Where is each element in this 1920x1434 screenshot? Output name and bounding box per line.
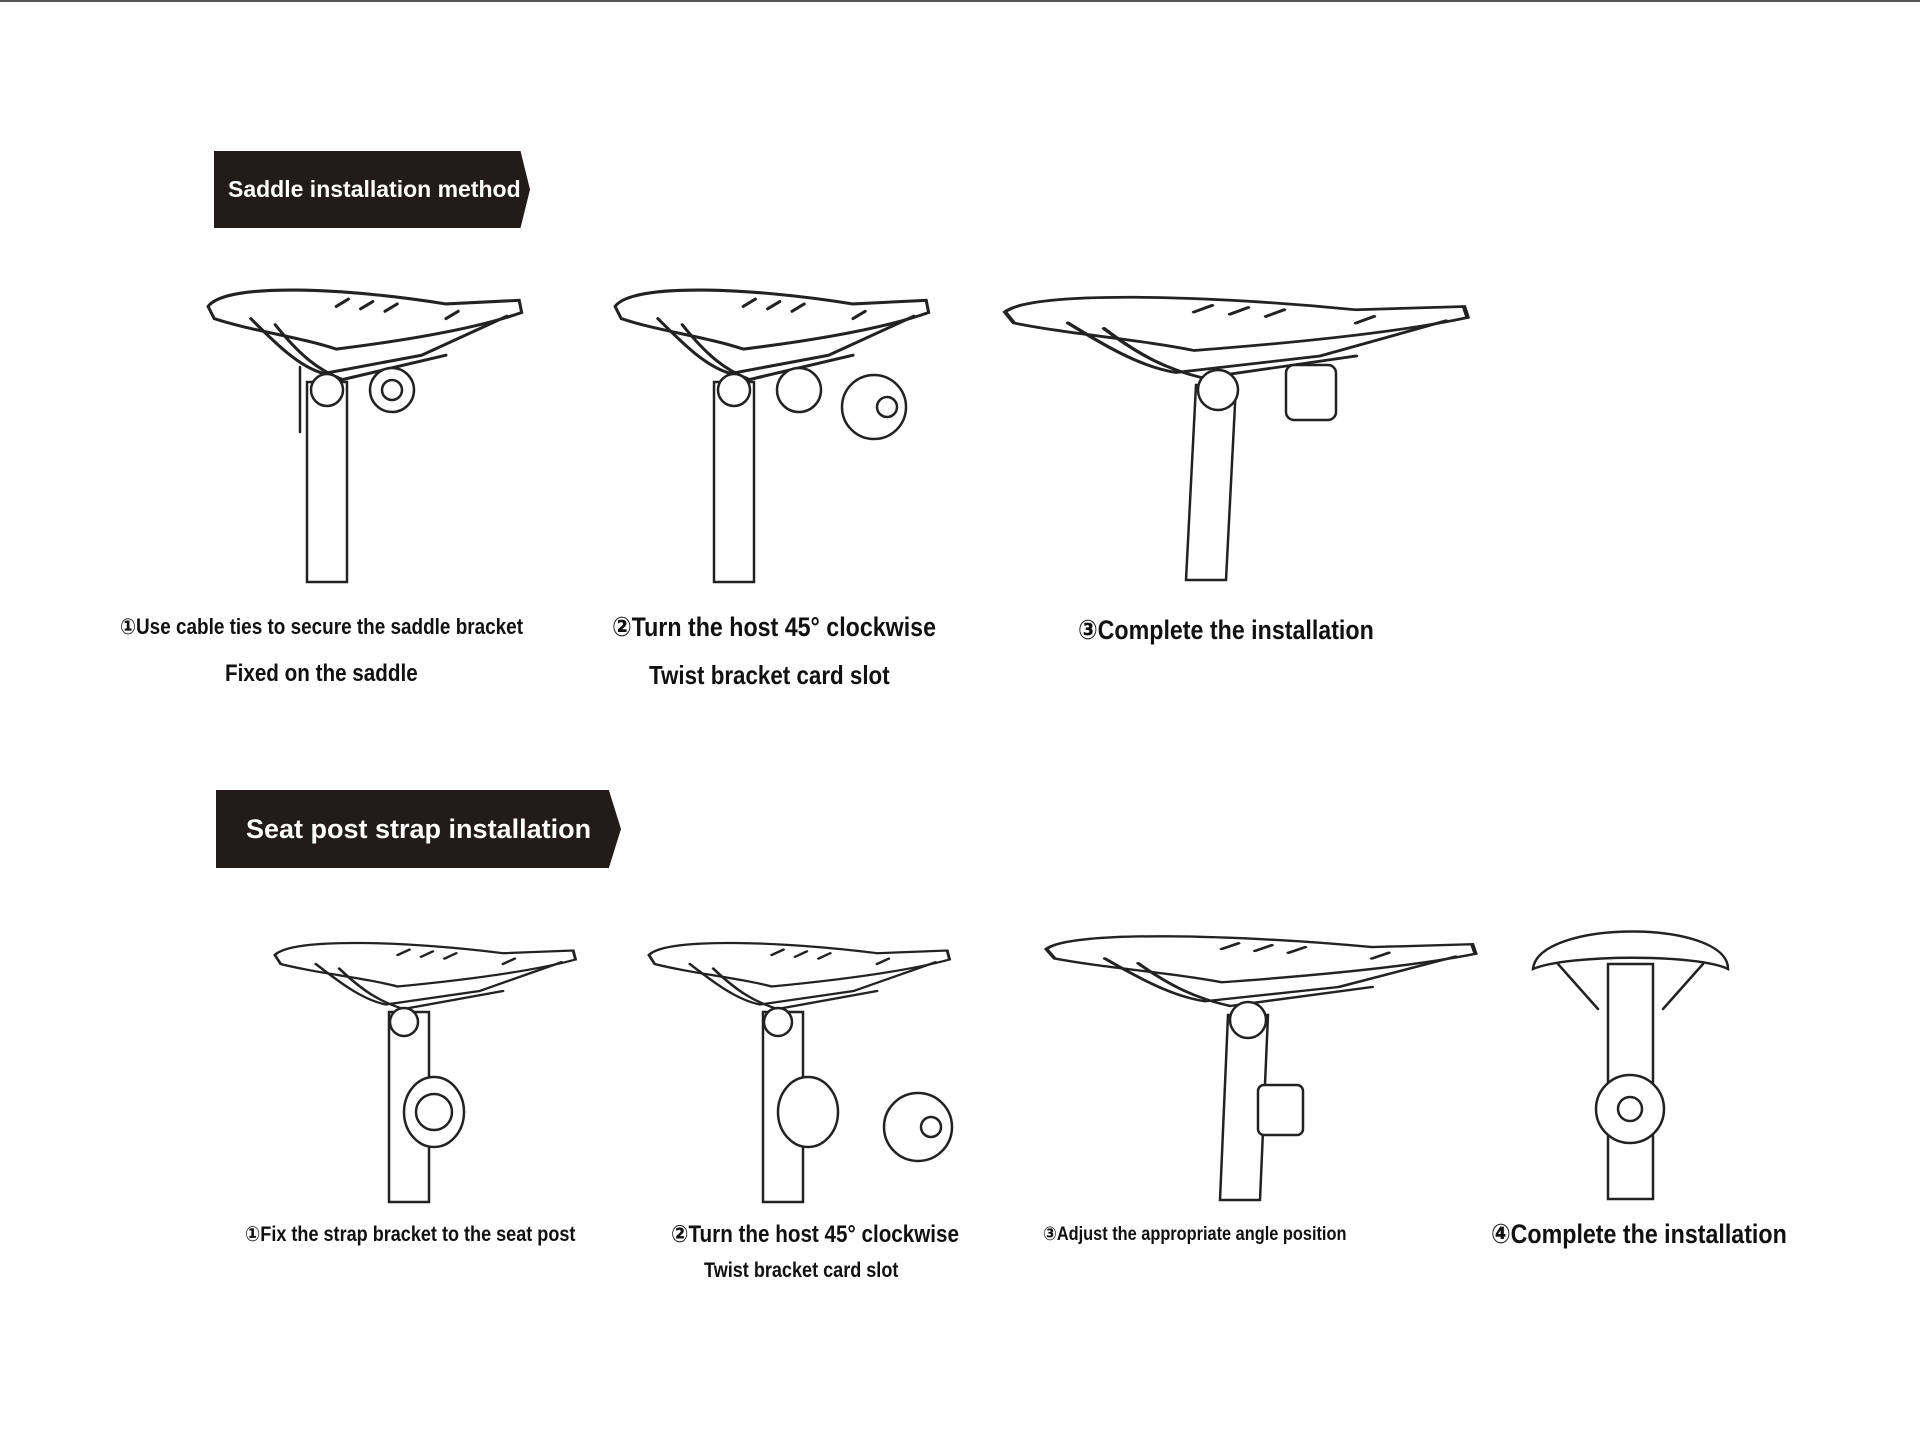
illustration-saddle-step3 (996, 290, 1486, 582)
illustration-saddle-step1 (206, 288, 524, 584)
illustration-strap-step4 (1531, 930, 1730, 1201)
step-caption: Twist bracket card slot (649, 660, 890, 690)
step-caption: ④Complete the installation (1491, 1219, 1787, 1249)
section-banner-saddle: Saddle installation method (214, 151, 530, 228)
step-caption: ①Fix the strap bracket to the seat post (245, 1223, 576, 1246)
illustration-strap-step3 (1038, 930, 1488, 1202)
section-banner-seatpost: Seat post strap installation (216, 790, 621, 868)
step-caption: Twist bracket card slot (704, 1259, 899, 1282)
illustration-strap-step2 (647, 941, 954, 1204)
section-title: Saddle installation method (228, 176, 521, 202)
step-caption: Fixed on the saddle (225, 660, 418, 687)
illustration-strap-step1 (273, 941, 578, 1204)
step-caption: ③Adjust the appropriate angle position (1043, 1224, 1347, 1245)
step-caption: ①Use cable ties to secure the saddle bra… (120, 614, 524, 639)
step-caption: ②Turn the host 45° clockwise (671, 1221, 960, 1248)
illustration-saddle-step2 (613, 288, 931, 584)
step-caption: ②Turn the host 45° clockwise (612, 612, 937, 642)
section-title: Seat post strap installation (246, 813, 592, 844)
top-border (0, 0, 1920, 2)
step-caption: ③Complete the installation (1078, 615, 1374, 645)
